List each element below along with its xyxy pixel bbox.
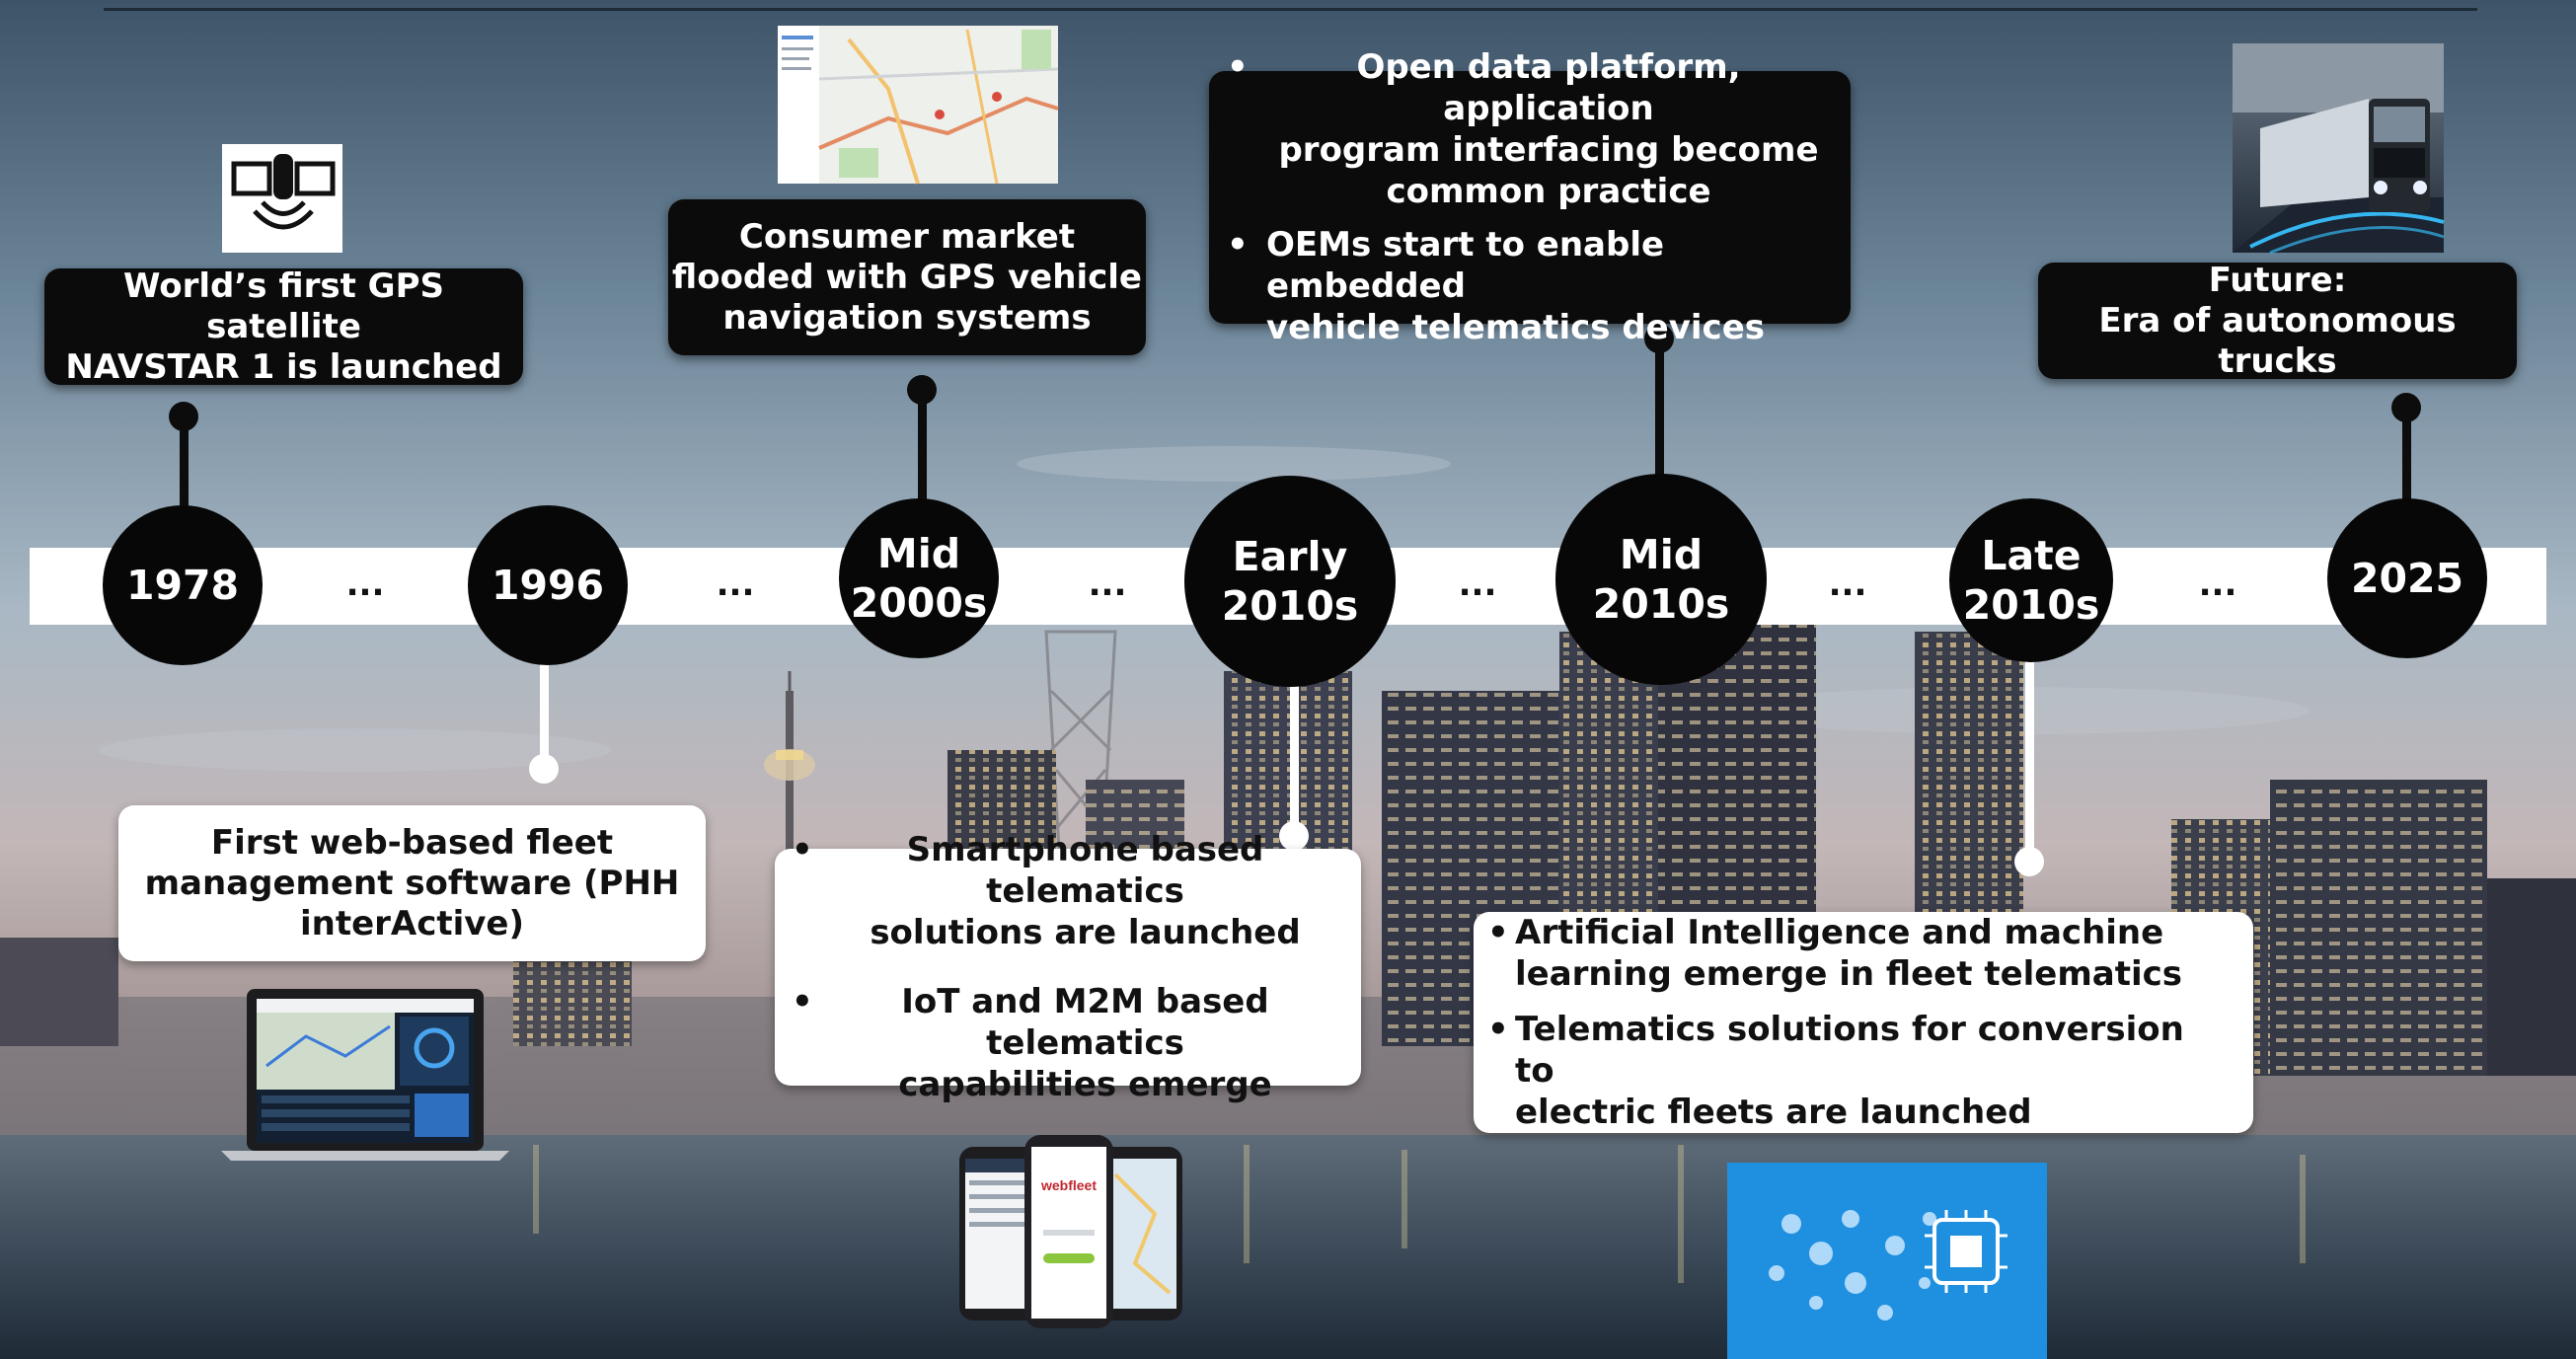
timeline-ellipsis: ... [1458, 565, 1497, 604]
bullet-line: Telematics solutions for conversion to [1515, 1010, 2184, 1091]
event-text-mid-2000s: Consumer market flooded with GPS vehicle… [668, 217, 1146, 339]
bullet-line: program interfacing become [1278, 130, 1819, 170]
bullet-line: Open data platform, application [1356, 47, 1741, 128]
bullet-line: electric fleets are launched [1515, 1093, 2032, 1132]
timeline-node-early-2010s: Early 2010s [1184, 476, 1396, 687]
bullet-item: Telematics solutions for conversion to e… [1487, 1009, 2224, 1133]
event-box-1996: First web-based fleet management softwar… [118, 805, 706, 961]
node-label: 1978 [125, 562, 240, 609]
connector-early-2010s [1290, 681, 1299, 839]
connector-dot-1978 [169, 402, 198, 431]
node-label: 2025 [2350, 555, 2464, 602]
bullet-item: OEMs start to enable embedded vehicle te… [1227, 224, 1831, 348]
event-line: First web-based fleet [210, 822, 614, 863]
node-label-top: Mid [876, 530, 961, 577]
node-label-bottom: 2010s [1962, 581, 2100, 629]
timeline-ellipsis: ... [1088, 565, 1127, 604]
timeline-node-mid-2000s: Mid 2000s [839, 498, 999, 658]
event-box-2025: Future: Era of autonomous trucks [2038, 261, 2517, 382]
bullet-line: learning emerge in fleet telematics [1515, 954, 2183, 994]
event-line: Future: [2208, 260, 2347, 300]
event-line: NAVSTAR 1 is launched [65, 346, 502, 387]
connector-dot-2025 [2391, 393, 2421, 422]
node-label-bottom: 2010s [1221, 582, 1359, 630]
bullet-line: common practice [1386, 172, 1711, 211]
connector-2025 [2402, 407, 2411, 515]
event-box-1978: World’s first GPS satellite NAVSTAR 1 is… [44, 266, 523, 388]
fleet-dashboard-laptop [221, 989, 509, 1161]
event-bullets-early-2010s: Smartphone based telematics solutions ar… [792, 829, 1351, 1105]
event-line: navigation systems [722, 297, 1092, 338]
connector-dot-mid-2000s [907, 375, 937, 405]
node-label-top: Early [1232, 533, 1348, 580]
node-label-bottom: 2000s [850, 579, 988, 627]
event-text-1978: World’s first GPS satellite NAVSTAR 1 is… [44, 266, 523, 388]
connector-1996 [540, 642, 549, 770]
satellite-icon [222, 144, 342, 253]
node-label-bottom: 2010s [1592, 580, 1730, 628]
connector-dot-1996 [529, 754, 559, 784]
gps-map-screenshot [778, 26, 1059, 185]
event-line: World’s first GPS satellite [122, 265, 444, 346]
bullet-item: Smartphone based telematics solutions ar… [792, 829, 1351, 953]
bullet-line: solutions are launched [870, 913, 1301, 952]
event-box-late-2010s: Artificial Intelligence and machine lear… [1474, 912, 2253, 1133]
connector-late-2010s [2025, 651, 2034, 864]
connector-1978 [180, 415, 189, 508]
timeline-ellipsis: ... [345, 565, 385, 604]
event-line: Consumer market [738, 216, 1076, 257]
bullet-line: OEMs start to enable embedded [1266, 225, 1665, 306]
timeline-node-1996: 1996 [468, 505, 628, 665]
bullet-line: Smartphone based telematics [906, 830, 1264, 911]
event-line: interActive) [299, 903, 525, 944]
event-text-1996: First web-based fleet management softwar… [118, 823, 706, 944]
ai-network-graphic [1727, 1163, 2047, 1359]
event-box-mid-2000s: Consumer market flooded with GPS vehicle… [668, 199, 1146, 355]
webfleet-smartphones: webfleet [959, 1135, 1182, 1328]
connector-dot-late-2010s [2014, 847, 2044, 876]
node-label-top: Mid [1619, 531, 1704, 578]
event-bullets-mid-2010s: Open data platform, application program … [1227, 46, 1831, 348]
event-text-2025: Future: Era of autonomous trucks [2038, 261, 2517, 382]
bullet-item: Artificial Intelligence and machine lear… [1487, 912, 2224, 995]
event-line: flooded with GPS vehicle [672, 257, 1142, 297]
bullet-line: Artificial Intelligence and machine [1515, 913, 2164, 952]
event-line: management software (PHH [144, 863, 680, 903]
phone-brand-text: webfleet [1040, 1177, 1097, 1193]
event-bullets-late-2010s: Artificial Intelligence and machine lear… [1487, 912, 2224, 1133]
event-line: Era of autonomous trucks [2098, 300, 2457, 381]
timeline-node-mid-2010s: Mid 2010s [1555, 474, 1767, 685]
connector-mid-2000s [918, 387, 927, 505]
timeline-ellipsis: ... [2198, 565, 2237, 604]
connector-mid-2010s [1655, 336, 1664, 513]
timeline-ellipsis: ... [716, 565, 755, 604]
timeline-ellipsis: ... [1828, 565, 1867, 604]
bullet-item: IoT and M2M based telematics capabilitie… [792, 981, 1351, 1105]
node-label-top: Late [1981, 532, 2082, 579]
timeline-node-late-2010s: Late 2010s [1949, 498, 2113, 662]
timeline-node-1978: 1978 [103, 505, 263, 665]
bullet-line: vehicle telematics devices [1266, 308, 1765, 347]
event-box-mid-2010s: Open data platform, application program … [1209, 46, 1851, 347]
bullet-line: IoT and M2M based telematics [901, 982, 1269, 1063]
node-label: 1996 [491, 562, 605, 609]
event-box-early-2010s: Smartphone based telematics solutions ar… [775, 829, 1361, 1104]
timeline-node-2025: 2025 [2327, 498, 2487, 658]
bullet-item: Open data platform, application program … [1227, 46, 1831, 212]
autonomous-truck-photo [2233, 43, 2445, 255]
bullet-line: capabilities emerge [898, 1065, 1272, 1104]
